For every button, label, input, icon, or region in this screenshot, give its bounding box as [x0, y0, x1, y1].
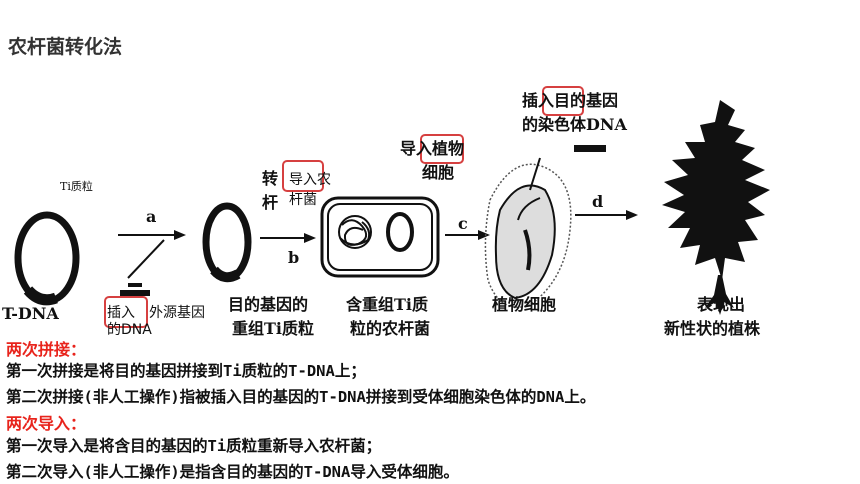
highlight-box-insert [104, 296, 148, 328]
foreign-dna-bar [128, 283, 142, 287]
daoru-nong-label-1: 导入农 [289, 172, 331, 188]
plant-caption-2: 新性状的植株 [664, 319, 761, 338]
tdna-segment [23, 286, 58, 306]
heading-two-splices: 两次拼接： [6, 340, 87, 359]
highlight-box-daoru-plant [420, 134, 464, 164]
gan-partial: 杆 [262, 193, 279, 212]
step-b-label: b [288, 248, 300, 267]
plant-caption-1: 表现出 [697, 295, 746, 314]
step-a-label: a [146, 207, 157, 226]
chrom-label-1: 插入目的基因 [522, 91, 619, 110]
insert-label-2: 的DNA [107, 322, 152, 338]
ti-plasmid-ring [14, 211, 80, 305]
ti-plasmid-label: Ti质粒 [60, 180, 93, 193]
plasmid-caption-1: 目的基因的 [228, 295, 309, 314]
note-line-4: 第二次导入(非人工操作)是指含目的基因的T-DNA导入受体细胞。 [6, 463, 459, 481]
daoru-plant-label-2: 细胞 [422, 163, 455, 182]
transgenic-plant [662, 100, 770, 315]
tdna-label: T-DNA [2, 304, 59, 323]
step-c-label: c [458, 214, 468, 233]
highlight-box-daoru-nong [282, 160, 324, 192]
daoru-plant-label-1: 导入植物 [400, 139, 465, 158]
note-line-3: 第一次导入是将含目的基因的Ti质粒重新导入农杆菌； [6, 437, 382, 455]
recombinant-plasmid [202, 202, 252, 282]
plant-cell-caption: 植物细胞 [492, 295, 557, 314]
page-title: 农杆菌转化法 [8, 36, 123, 58]
agrobacterium-cell [320, 196, 440, 278]
heading-two-imports: 两次导入： [6, 414, 87, 433]
note-line-2: 第二次拼接(非人工操作)指被插入目的基因的T-DNA拼接到受体细胞染色体的DNA… [6, 388, 596, 406]
plasmid-in-bacterium [386, 212, 414, 252]
insert-label-1: 插入 [107, 305, 135, 321]
bacterial-chromosome [338, 215, 372, 249]
highlight-box-insert-target [542, 86, 584, 116]
transformation-diagram [14, 100, 770, 315]
note-line-1: 第一次拼接是将目的基因拼接到Ti质粒的T-DNA上； [6, 362, 366, 380]
chromosome-bar [574, 145, 606, 152]
chrom-label-2: 的染色体DNA [522, 115, 627, 134]
plasmid-caption-2: 重组Ti质粒 [232, 319, 314, 338]
daoru-nong-label-2: 杆菌 [289, 192, 317, 208]
agro-caption-1: 含重组Ti质 [346, 295, 428, 314]
step-d-label: d [592, 192, 604, 211]
insert-label-1b: 外源基因 [149, 305, 205, 321]
agro-caption-2: 粒的农杆菌 [350, 319, 431, 338]
zhuan-partial: 转 [262, 169, 279, 188]
